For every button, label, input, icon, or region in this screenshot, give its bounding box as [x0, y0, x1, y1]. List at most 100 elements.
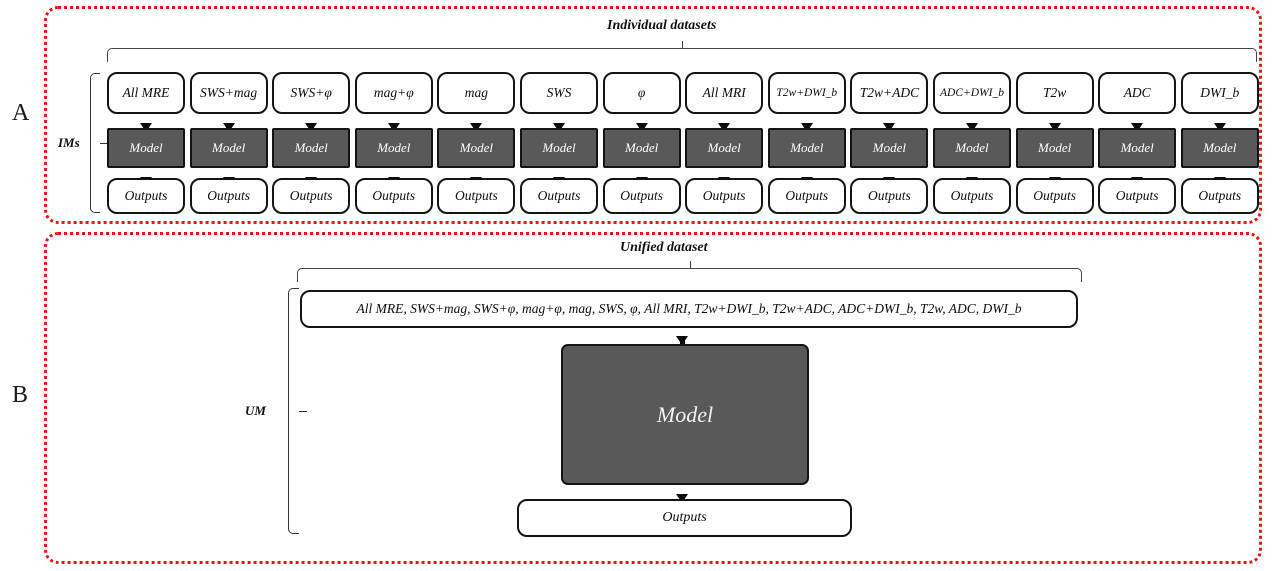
outputs-label: Outputs: [124, 188, 168, 203]
outputs-label: Outputs: [537, 188, 581, 203]
panel-b-span-bracket: [297, 261, 1082, 282]
outputs-label: Outputs: [1033, 188, 1076, 203]
dataset-box-3[interactable]: mag+φ: [354, 72, 433, 114]
arrow-dataset-to-model-12: [1131, 123, 1144, 132]
arrow-dataset-to-model-2: [305, 123, 318, 132]
unified-dataset-box[interactable]: All MRE, SWS+mag, SWS+φ, mag+φ, mag, SWS…: [300, 290, 1078, 328]
model-box-2[interactable]: Model: [272, 128, 351, 168]
arrow-dataset-to-model-11: [1048, 123, 1061, 132]
dataset-box-8[interactable]: T2w+DWI_b: [767, 72, 846, 114]
dataset-box-5[interactable]: SWS: [520, 72, 598, 114]
model-box-6[interactable]: Model: [602, 128, 681, 168]
dataset-box-2[interactable]: SWS+φ: [272, 72, 351, 114]
outputs-box-9[interactable]: Outputs: [850, 178, 929, 214]
model-box-4[interactable]: Model: [437, 128, 516, 168]
outputs-label: Outputs: [702, 188, 746, 203]
outputs-label: Outputs: [868, 188, 911, 203]
unified-outputs-label: Outputs: [662, 510, 707, 525]
unified-model-box[interactable]: Model: [561, 344, 809, 485]
model-label: Model: [542, 140, 576, 155]
dataset-box-10[interactable]: ADC+DWI_b: [933, 72, 1011, 114]
outputs-box-0[interactable]: Outputs: [107, 178, 185, 214]
arrow-stem: [1052, 123, 1058, 132]
dataset-box-6[interactable]: φ: [602, 72, 681, 114]
model-label: Model: [459, 140, 493, 155]
panel-a-title: Individual datasets: [607, 18, 717, 33]
model-box-1[interactable]: Model: [189, 128, 268, 168]
model-box-9[interactable]: Model: [850, 128, 929, 168]
dataset-box-9[interactable]: T2w+ADC: [850, 72, 929, 114]
dataset-box-11[interactable]: T2w: [1015, 72, 1094, 114]
dataset-label: ADC+DWI_b: [940, 87, 1004, 99]
dataset-box-13[interactable]: DWI_b: [1180, 72, 1259, 114]
arrow-stem: [1217, 123, 1223, 132]
panel-b-letter: B: [12, 382, 29, 408]
panel-a-letter: A: [12, 100, 30, 126]
model-label: Model: [624, 140, 659, 155]
outputs-box-5[interactable]: Outputs: [520, 178, 598, 214]
model-box-7[interactable]: Model: [685, 128, 764, 168]
panel-a-individual-datasets: [44, 6, 1262, 224]
outputs-label: Outputs: [785, 188, 829, 203]
model-label: Model: [294, 140, 328, 155]
panel-b-group-label: UM: [245, 403, 266, 418]
outputs-label: Outputs: [950, 188, 994, 203]
unified-dataset-label: All MRE, SWS+mag, SWS+φ, mag+φ, mag, SWS…: [356, 301, 1022, 316]
arrow-stem: [226, 123, 232, 132]
dataset-label: SWS: [546, 85, 572, 100]
model-box-13[interactable]: Model: [1180, 128, 1259, 168]
model-box-11[interactable]: Model: [1015, 128, 1094, 168]
arrow-stem: [679, 336, 685, 345]
outputs-label: Outputs: [207, 188, 250, 203]
panel-a-bracket-tick: [682, 41, 684, 49]
outputs-box-3[interactable]: Outputs: [354, 178, 433, 214]
outputs-label: Outputs: [1115, 188, 1159, 203]
outputs-box-8[interactable]: Outputs: [767, 178, 846, 214]
outputs-label: Outputs: [455, 188, 498, 203]
model-box-5[interactable]: Model: [520, 128, 598, 168]
outputs-box-2[interactable]: Outputs: [272, 178, 351, 214]
outputs-box-4[interactable]: Outputs: [437, 178, 516, 214]
outputs-box-12[interactable]: Outputs: [1098, 178, 1177, 214]
arrow-dataset-to-model-6: [635, 123, 648, 132]
unified-model-label: Model: [656, 401, 714, 427]
dataset-box-1[interactable]: SWS+mag: [189, 72, 268, 114]
arrow-dataset-to-model-9: [883, 123, 896, 132]
model-box-3[interactable]: Model: [354, 128, 433, 168]
model-box-10[interactable]: Model: [933, 128, 1011, 168]
outputs-box-6[interactable]: Outputs: [602, 178, 681, 214]
dataset-label: φ: [637, 85, 646, 100]
dataset-box-7[interactable]: All MRI: [685, 72, 764, 114]
model-box-0[interactable]: Model: [107, 128, 185, 168]
outputs-label: Outputs: [620, 188, 663, 203]
model-box-12[interactable]: Model: [1098, 128, 1177, 168]
arrow-dataset-to-model: [676, 336, 688, 345]
dataset-box-4[interactable]: mag: [437, 72, 516, 114]
model-label: Model: [377, 140, 411, 155]
arrow-dataset-to-model-13: [1213, 123, 1226, 132]
dataset-box-12[interactable]: ADC: [1098, 72, 1177, 114]
outputs-box-10[interactable]: Outputs: [933, 178, 1011, 214]
outputs-box-13[interactable]: Outputs: [1180, 178, 1259, 214]
outputs-box-7[interactable]: Outputs: [685, 178, 764, 214]
outputs-box-11[interactable]: Outputs: [1015, 178, 1094, 214]
model-box-8[interactable]: Model: [767, 128, 846, 168]
arrow-dataset-to-model-10: [966, 123, 978, 132]
outputs-label: Outputs: [289, 188, 333, 203]
dataset-box-0[interactable]: All MRE: [107, 72, 185, 114]
dataset-label: All MRI: [702, 85, 746, 100]
outputs-box-1[interactable]: Outputs: [189, 178, 268, 214]
outputs-label: Outputs: [372, 188, 416, 203]
arrow-dataset-to-model-7: [718, 123, 731, 132]
arrow-stem: [721, 123, 727, 132]
unified-outputs-box[interactable]: Outputs: [517, 499, 852, 537]
model-label: Model: [790, 140, 824, 155]
arrow-dataset-to-model-8: [800, 123, 813, 132]
panel-b-group-bracket-tick: [299, 411, 307, 413]
arrow-stem: [556, 123, 562, 132]
dataset-label: DWI_b: [1200, 85, 1240, 100]
panel-b-unified-dataset: [44, 232, 1262, 564]
dataset-label: mag+φ: [373, 85, 414, 100]
arrow-stem: [308, 123, 314, 132]
panel-a-group-label: IMs: [58, 135, 80, 150]
